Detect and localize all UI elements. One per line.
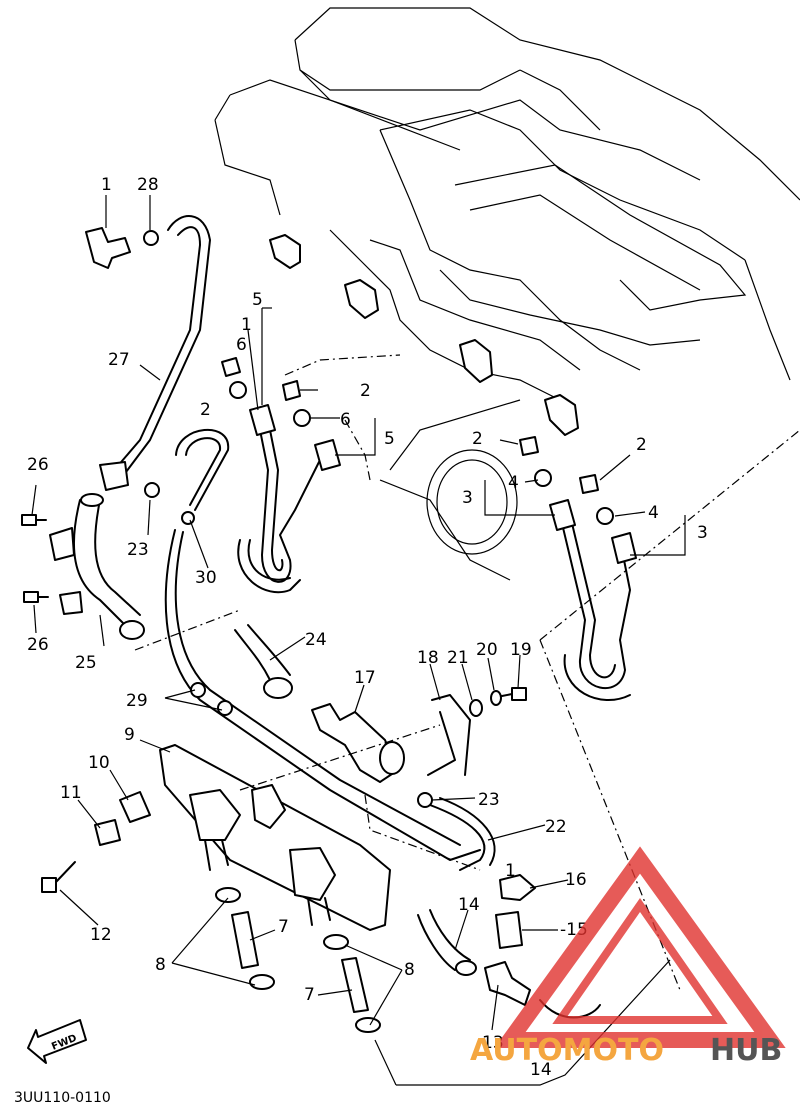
callout-21: 21: [447, 648, 469, 668]
watermark-text-secondary: HUB: [710, 1033, 782, 1068]
callout-2: 2: [200, 400, 211, 420]
callout-1: 1: [101, 175, 112, 195]
diagram-code: 3UU110-0110: [14, 1090, 111, 1106]
callout-22: 22: [545, 817, 567, 837]
callout-14: 14: [458, 895, 480, 915]
forward-arrow-icon: FWD: [27, 1019, 87, 1064]
elbow-fitting-1: [85, 227, 131, 269]
callout-5: 5: [384, 429, 395, 449]
callout-26: 26: [27, 455, 49, 475]
leader-lines: [31, 195, 686, 1086]
watermark-logo: [494, 846, 786, 1048]
bracket-18: [427, 694, 471, 776]
clamp-6-b: [293, 409, 311, 427]
clamp-4-a: [534, 469, 552, 487]
callout-2: 2: [472, 429, 483, 449]
callout-labels: 1 28 5 1 6 27 2 2 6 5 2 2 4 3 4 3 26 23 …: [27, 175, 708, 1080]
cap-2-d: [579, 474, 599, 494]
callout-11: 11: [60, 783, 82, 803]
callout-18: 18: [417, 648, 439, 668]
callout-20: 20: [476, 640, 498, 660]
bolt-12: [41, 861, 76, 893]
hose-15: [495, 911, 523, 949]
hose-24: [234, 624, 293, 699]
clamp-8-a: [215, 887, 241, 903]
callout-4: 4: [508, 473, 519, 493]
callout-4: 4: [648, 503, 659, 523]
pipe-3-right: [549, 499, 637, 701]
bolt-26-lower: [23, 591, 49, 603]
head-bracket-parts: [269, 234, 579, 436]
clamp-6-a: [229, 381, 247, 399]
watermark-text-primary: AUTOMOTO: [470, 1033, 664, 1068]
clamp-8-b: [249, 974, 275, 990]
callout-12: 12: [90, 925, 112, 945]
callout-8: 8: [155, 955, 166, 975]
clamp-8-c: [323, 934, 349, 950]
callout-2: 2: [360, 381, 371, 401]
bolt-26-upper: [21, 514, 47, 526]
callout-29: 29: [126, 691, 148, 711]
bolt-19: [501, 687, 527, 701]
callout-16: 16: [565, 870, 587, 890]
callout-7: 7: [278, 917, 289, 937]
pipe-5-left: [237, 404, 341, 594]
callout-5: 5: [252, 290, 263, 310]
callout-14: 14: [530, 1060, 552, 1080]
callout-1: 1: [241, 315, 252, 335]
washer-20: [490, 690, 502, 706]
clamp-8-d: [355, 1017, 381, 1033]
callout-8: 8: [404, 960, 415, 980]
cap-2-a: [221, 357, 241, 377]
callout-24: 24: [305, 630, 327, 650]
pipe-30: [175, 428, 230, 525]
callout-7: 7: [304, 985, 315, 1005]
air-cut-valve-17: [311, 703, 405, 783]
grommet-10: [119, 791, 151, 823]
hose-7-left: [231, 911, 259, 969]
clip-23-upper: [144, 482, 160, 498]
callout-6: 6: [340, 410, 351, 430]
hose-7-right: [341, 957, 369, 1013]
callout-23: 23: [478, 790, 500, 810]
hose-29: [164, 529, 481, 861]
cap-2-b: [282, 380, 301, 401]
hose-22: [429, 797, 496, 871]
clip-28: [143, 230, 159, 246]
callout-3: 3: [462, 488, 473, 508]
callout-9: 9: [124, 725, 135, 745]
callout-25: 25: [75, 653, 97, 673]
callout-1: 1: [505, 861, 516, 881]
cap-2-c: [519, 436, 539, 456]
cylinder-head-outline: [214, 7, 800, 991]
hose-27: [99, 215, 211, 491]
hose-25: [49, 493, 145, 640]
collar-11: [94, 819, 121, 846]
callout-6: 6: [236, 335, 247, 355]
callout-19: 19: [510, 640, 532, 660]
callout-28: 28: [137, 175, 159, 195]
fitting-16: [499, 874, 536, 901]
clamp-4-b: [596, 507, 614, 525]
hose-14-left: [417, 909, 477, 976]
callout-30: 30: [195, 568, 217, 588]
callout-23: 23: [127, 540, 149, 560]
callout-2: 2: [636, 435, 647, 455]
callout-26: 26: [27, 635, 49, 655]
callout-3: 3: [697, 523, 708, 543]
washer-21: [469, 699, 483, 717]
callout-17: 17: [354, 668, 376, 688]
reed-valve-assembly-9: [159, 744, 391, 931]
callout-10: 10: [88, 753, 110, 773]
clip-23-lower: [417, 792, 433, 808]
callout-27: 27: [108, 350, 130, 370]
